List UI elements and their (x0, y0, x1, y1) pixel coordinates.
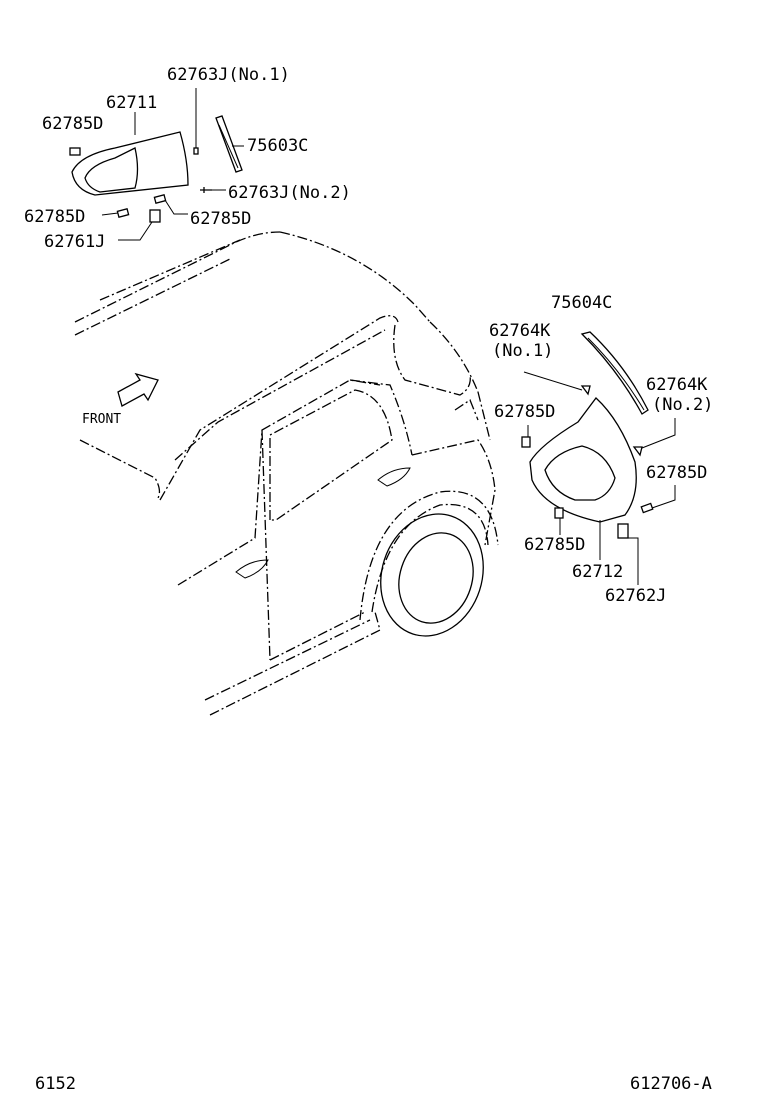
vehicle-body (74, 231, 499, 716)
part-labels: 62763J(No.1) 62711 62785D 75603C 62763J(… (24, 65, 713, 606)
clip-62764K-no2 (632, 446, 643, 457)
clip-62764K-no1 (580, 385, 591, 396)
clip-62785D-b (116, 208, 130, 218)
clip-62785D-d (521, 436, 531, 448)
label-62764K-b: 62764K (646, 375, 708, 395)
clip-62763J-no1 (193, 147, 199, 155)
clip-62785D-a (69, 147, 81, 156)
footer-right-code: 612706-A (630, 1074, 712, 1094)
label-62785D-c: 62785D (190, 209, 251, 229)
label-62712: 62712 (572, 562, 623, 582)
front-label: FRONT (82, 412, 121, 427)
label-62785D-b: 62785D (24, 207, 85, 227)
label-75604C: 75604C (551, 293, 612, 313)
footer-left-code: 6152 (35, 1074, 76, 1094)
label-62711: 62711 (106, 93, 157, 113)
label-62785D-f: 62785D (524, 535, 585, 555)
label-62764K: 62764K (489, 321, 551, 341)
clip-62785D-f (640, 502, 654, 514)
left-quarter-window-group (69, 88, 244, 241)
clip-62762J (617, 523, 629, 539)
front-direction-arrow: FRONT (82, 372, 159, 427)
label-62763J-no1: 62763J(No.1) (167, 65, 290, 85)
label-62785D-d: 62785D (494, 402, 555, 422)
footer: 6152 612706-A (35, 1074, 712, 1094)
clip-62785D-c (153, 194, 167, 204)
label-75603C: 75603C (247, 136, 308, 156)
label-62761J: 62761J (44, 232, 105, 252)
label-62763J-no2: 62763J(No.2) (228, 183, 351, 203)
right-quarter-window-group (521, 331, 676, 585)
label-62762J: 62762J (605, 586, 666, 606)
label-62764K-no1: (No.1) (492, 341, 553, 361)
clip-62785D-e (554, 507, 564, 519)
clip-62761J (149, 209, 161, 223)
label-62785D-a: 62785D (42, 114, 103, 134)
label-62785D-e: 62785D (646, 463, 707, 483)
label-62764K-no2: (No.2) (652, 395, 713, 415)
clip-62763J-no2 (200, 187, 212, 193)
